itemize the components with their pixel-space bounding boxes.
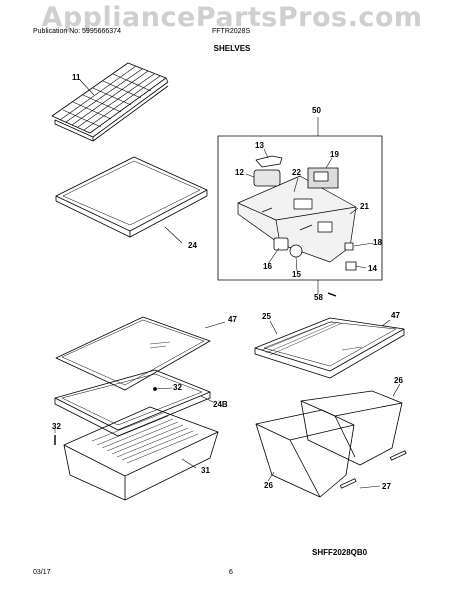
part-label-22: 22 xyxy=(292,168,301,177)
part-label-26-left: 26 xyxy=(264,481,273,490)
part-label-16: 16 xyxy=(263,262,272,271)
part-label-13: 13 xyxy=(255,141,264,150)
part-label-24b: 24B xyxy=(213,400,228,409)
part-label-15: 15 xyxy=(292,270,301,279)
part-label-21: 21 xyxy=(360,202,369,211)
model-number: FFTR2028S xyxy=(212,28,251,35)
glass-shelf-left xyxy=(55,316,211,391)
crisper-pan-left xyxy=(255,409,355,498)
crisper-pan-right xyxy=(300,390,403,466)
part-label-26-right: 26 xyxy=(394,376,403,385)
part-label-12: 12 xyxy=(235,168,244,177)
crisper-cover-frame xyxy=(54,369,211,437)
part-label-47-right: 47 xyxy=(391,311,400,320)
part-label-14: 14 xyxy=(368,264,377,273)
part-label-11: 11 xyxy=(72,73,81,82)
part-label-19: 19 xyxy=(330,150,339,159)
part-label-47-left: 47 xyxy=(228,315,237,324)
part-label-50: 50 xyxy=(312,106,321,115)
watermark: AppliancePartsPros.com xyxy=(41,2,423,33)
drawing-code: SHFF2028QB0 xyxy=(312,548,368,557)
part-label-24: 24 xyxy=(188,241,197,250)
part-label-32-upper: 32 xyxy=(173,383,182,392)
glass-shelf-right xyxy=(254,317,405,379)
publication-number: Publication No: 5995666374 xyxy=(33,28,121,35)
part-label-32-lower: 32 xyxy=(52,422,61,431)
part-label-25: 25 xyxy=(262,312,271,321)
part-label-31: 31 xyxy=(201,466,210,475)
assembly-box xyxy=(217,135,383,281)
footer-page-number: 6 xyxy=(229,569,233,576)
part-label-27: 27 xyxy=(382,482,391,491)
wire-shelf xyxy=(51,62,169,142)
part-label-18: 18 xyxy=(373,238,382,247)
control-housing xyxy=(237,175,357,263)
crisper-drawer-left xyxy=(63,406,219,501)
footer-date: 03/17 xyxy=(33,569,51,576)
part-label-58: 58 xyxy=(314,293,323,302)
glass-shelf-frame xyxy=(55,156,208,238)
section-title: SHELVES xyxy=(213,44,251,53)
